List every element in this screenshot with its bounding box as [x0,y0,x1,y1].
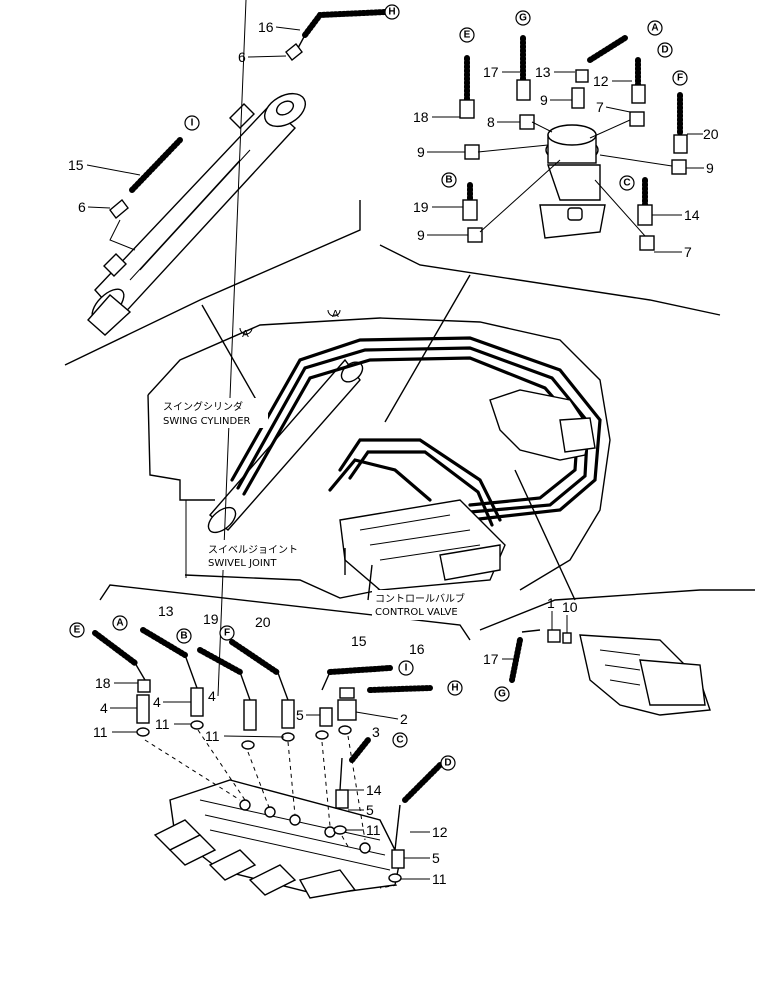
mark-a-2: A [332,309,339,320]
callout-7: 7 [596,99,604,115]
connector-E-bot: E [69,622,85,638]
callout-14: 14 [684,207,700,223]
callout-7: 7 [684,244,692,260]
connector-F-top: F [672,70,688,86]
svg-text:E: E [74,625,81,636]
swing-motor-detail [509,629,711,716]
svg-text:H: H [388,7,395,18]
callout-9: 9 [417,144,425,160]
swivel-joint-label-jp: スイベルジョイント [208,544,298,556]
svg-text:D: D [661,45,668,56]
callout-10: 10 [562,599,578,615]
connector-F-bot: F [219,625,235,641]
connector-I-top: I [184,115,200,131]
callout-5: 5 [296,707,304,723]
callout-1: 1 [547,595,555,611]
control-valve-label-jp: コントロールバルブ [375,592,465,605]
svg-text:H: H [451,683,458,694]
part-callouts: 16 6 15 6 17 13 12 9 7 18 8 20 9 9 19 14… [68,0,719,887]
svg-text:G: G [519,13,527,24]
connector-H-bot: H [447,680,463,696]
callout-4: 4 [100,700,108,716]
callout-12: 12 [432,824,448,840]
callout-14: 14 [366,782,382,798]
callout-20: 20 [703,126,719,142]
svg-text:I: I [191,118,194,129]
connector-A-top: A [647,20,663,36]
callout-5: 5 [366,802,374,818]
callout-16: 16 [258,19,274,35]
svg-text:B: B [180,631,187,642]
mark-a-1: A [242,329,249,340]
callout-18: 18 [95,675,111,691]
svg-text:F: F [677,73,683,84]
callout-9: 9 [706,160,714,176]
callout-6: 6 [78,199,86,215]
connector-H-top: H [384,4,400,20]
connector-C-bot: C [392,732,408,748]
svg-text:I: I [405,663,408,674]
callout-19: 19 [203,611,219,627]
component-labels: スイングシリンダ SWING CYLINDER スイベルジョイント SWIVEL… [160,309,490,620]
control-valve-detail [92,627,443,899]
svg-text:B: B [445,175,452,186]
callout-16: 16 [409,641,425,657]
callout-9: 9 [417,227,425,243]
callout-17: 17 [483,64,499,80]
svg-text:C: C [623,178,630,189]
callout-3: 3 [372,724,380,740]
control-valve-label-en: CONTROL VALVE [375,607,458,618]
connector-E-top: E [459,27,475,43]
connector-C-top: C [619,175,635,191]
callout-11: 11 [432,871,447,887]
connector-D-top: D [657,42,673,58]
connector-I-bot: I [398,660,414,676]
svg-text:G: G [498,689,506,700]
callout-19: 19 [413,199,429,215]
callout-13: 13 [158,603,174,619]
callout-11: 11 [366,822,381,838]
svg-text:A: A [651,23,658,34]
connector-D-bot: D [440,755,456,771]
connector-G-top: G [515,10,531,26]
connector-B-bot: B [176,628,192,644]
callout-9: 9 [540,92,548,108]
svg-text:D: D [444,758,451,769]
swivel-joint-detail [459,35,688,251]
callout-17: 17 [483,651,499,667]
callout-11: 11 [93,724,108,740]
callout-4: 4 [153,694,161,710]
svg-text:A: A [116,618,123,629]
callout-15: 15 [351,633,367,649]
svg-text:C: C [396,735,403,746]
section-dividers [64,200,755,641]
callout-20: 20 [255,614,271,630]
connector-G-bot: G [494,686,510,702]
swivel-joint-label-en: SWIVEL JOINT [208,558,277,569]
callout-8: 8 [487,114,495,130]
callout-13: 13 [535,64,551,80]
connector-B-top: B [441,172,457,188]
callout-6: 6 [238,49,246,65]
svg-text:F: F [224,628,230,639]
callout-18: 18 [413,109,429,125]
callout-2: 2 [400,711,408,727]
swing-cylinder-detail [87,9,388,336]
callout-15: 15 [68,157,84,173]
callout-12: 12 [593,73,609,89]
callout-11: 11 [205,728,220,744]
swing-cylinder-label-jp: スイングシリンダ [163,400,243,413]
connector-markers: H I E G A D F B C E A B F I H C D G [69,4,688,771]
svg-text:E: E [464,30,471,41]
connector-A-bot: A [112,615,128,631]
callout-11: 11 [155,716,170,732]
machine-overview [147,274,611,601]
swing-cylinder-label-en: SWING CYLINDER [163,416,251,427]
callout-4: 4 [208,688,216,704]
callout-5: 5 [432,850,440,866]
